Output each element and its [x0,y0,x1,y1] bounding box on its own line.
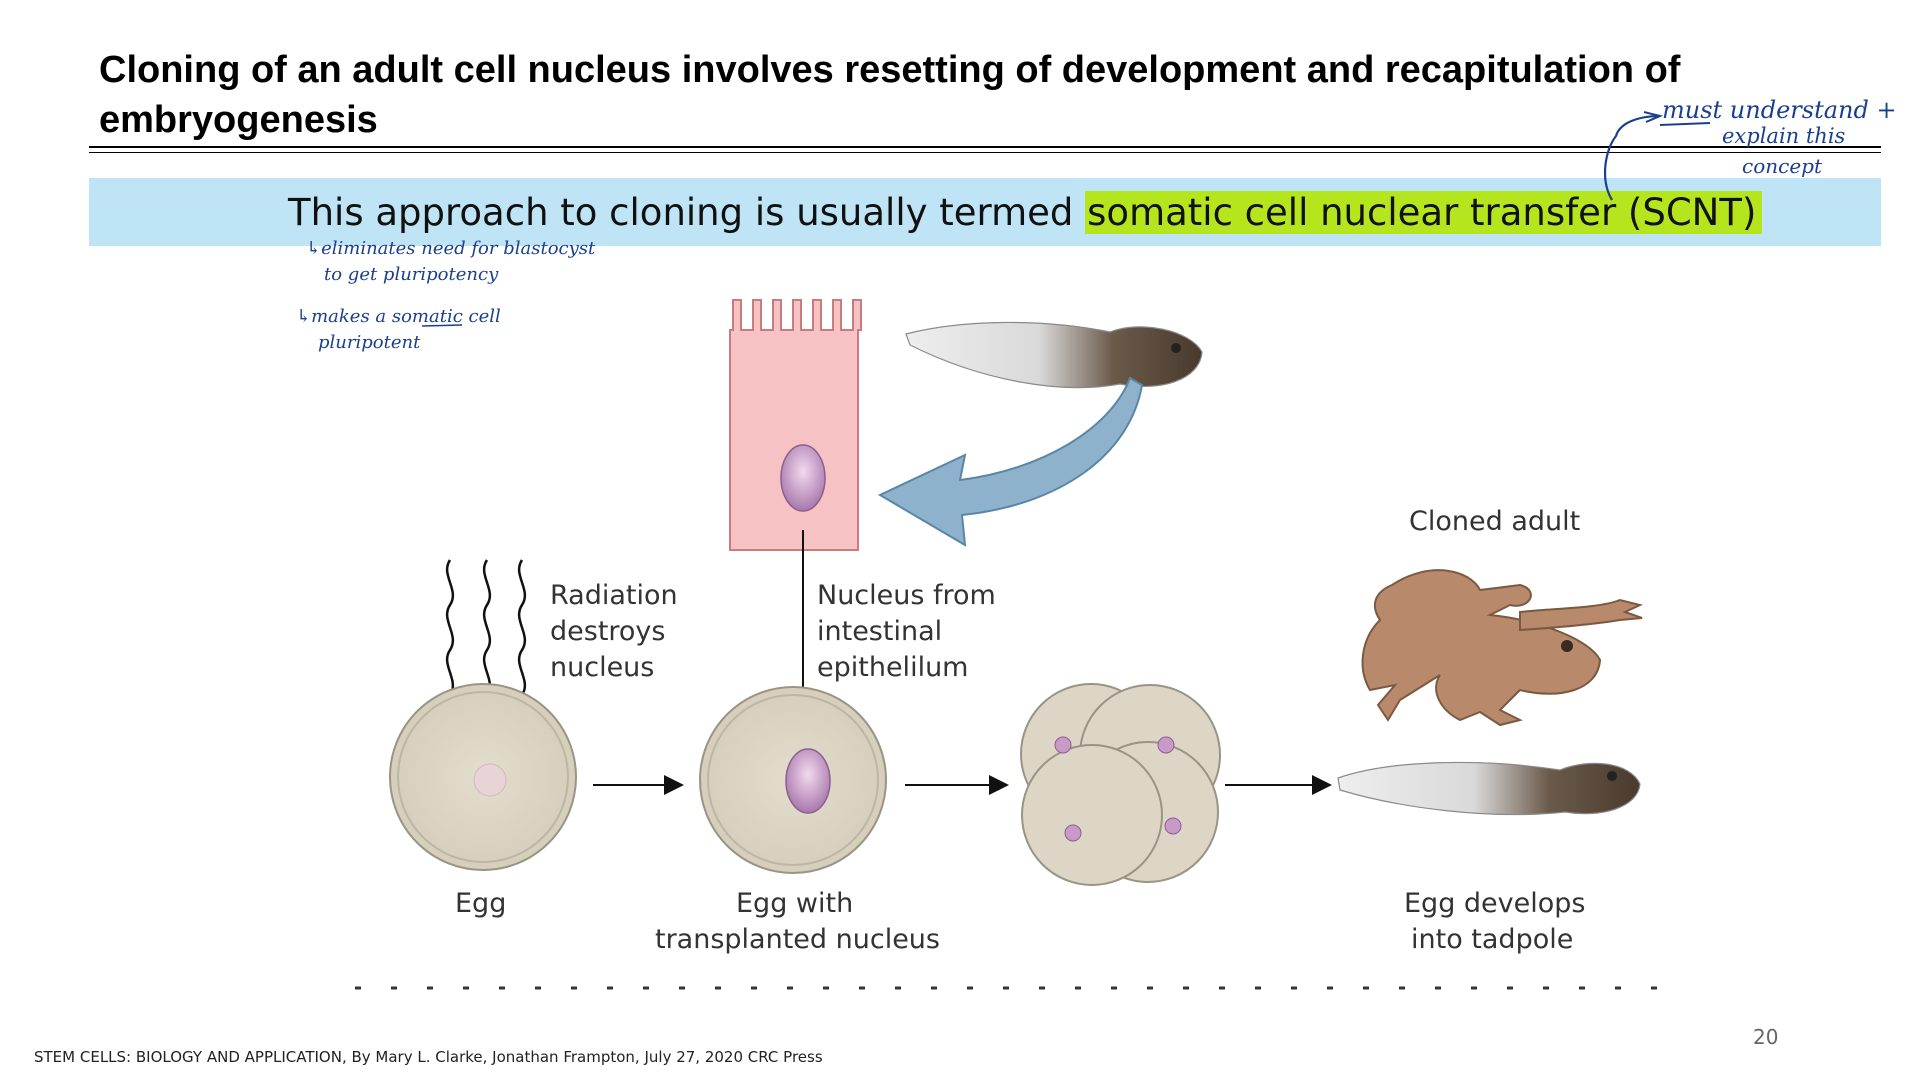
slide-title: Cloning of an adult cell nucleus involve… [99,49,1681,141]
definition-text-plain: This approach to cloning is usually term… [288,191,1086,234]
label-develops-2: into tadpole [1411,924,1573,955]
definition-text: This approach to cloning is usually term… [288,188,1763,238]
label-egg-with-1: Egg with [736,888,853,919]
faded-nucleus [473,763,507,797]
label-egg: Egg [455,888,506,919]
label-radiation-2: destroys [550,616,665,647]
cloned-frog [1361,569,1643,727]
label-radiation-1: Radiation [550,580,678,611]
label-nucleus-1: Nucleus from [817,580,996,611]
page-number: 20 [1753,1025,1779,1049]
label-egg-with-2: transplanted nucleus [655,924,940,955]
label-nucleus-2: intestinal [817,616,942,647]
label-develops-1: Egg develops [1404,888,1586,919]
title-rule [89,146,1881,148]
somatic-nucleus [780,444,826,512]
cleaving-embryo [1020,683,1221,886]
title-rule-thin [89,152,1881,153]
transplanted-nucleus [785,748,831,814]
transfer-arrow [877,376,1144,547]
citation-footer: STEM CELLS: BIOLOGY AND APPLICATION, By … [34,1048,823,1066]
epithelial-cell [729,299,862,551]
cloned-tadpole [1337,761,1641,816]
label-radiation-3: nucleus [550,652,654,683]
label-cloned-adult: Cloned adult [1409,506,1580,537]
donor-tadpole [905,321,1203,389]
label-nucleus-3: epithelilum [817,652,968,683]
